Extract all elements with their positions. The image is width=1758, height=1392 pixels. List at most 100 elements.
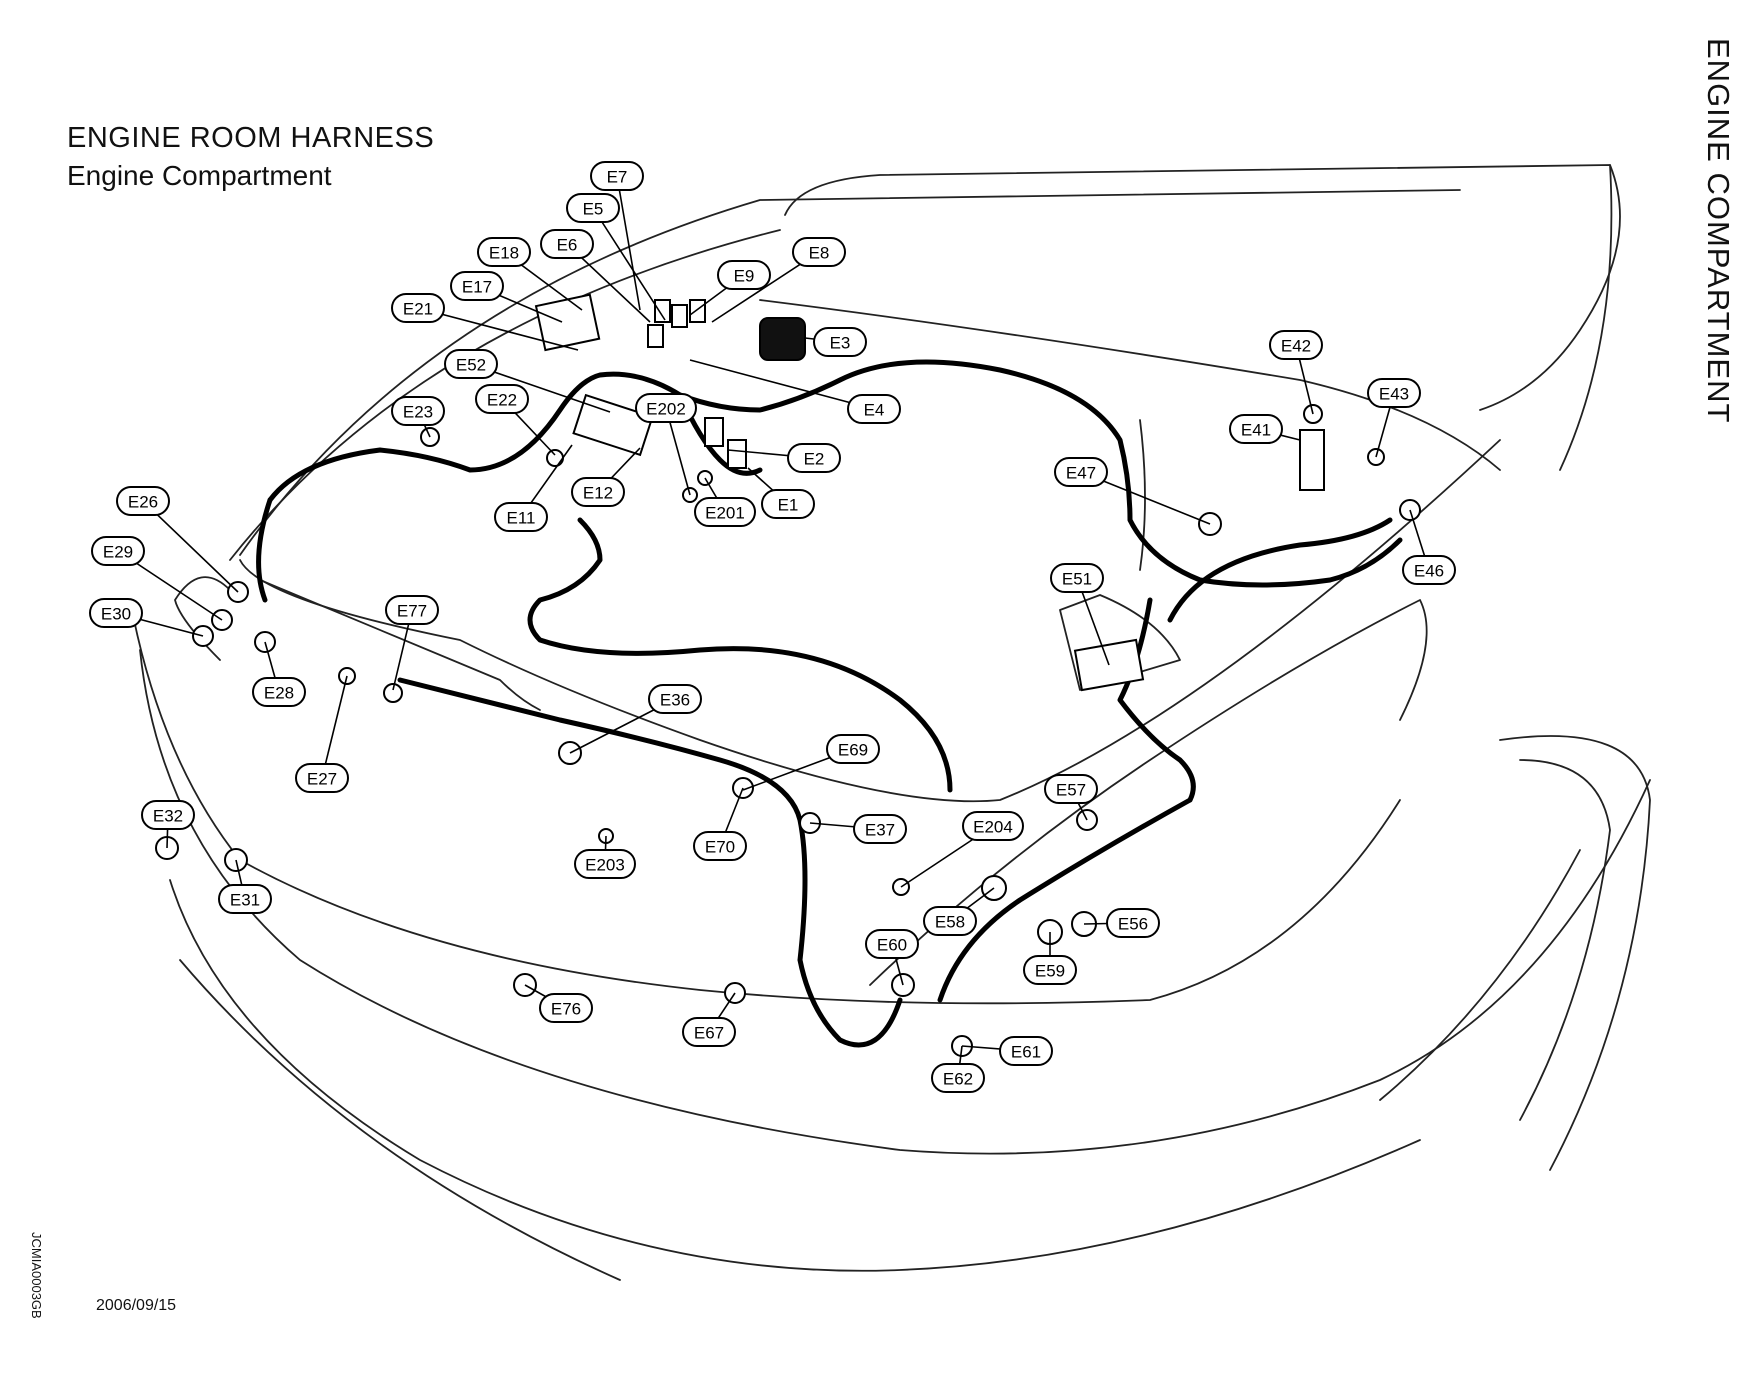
label-text: E3 — [830, 334, 851, 353]
label-frame — [391, 293, 445, 323]
label-frame — [477, 237, 531, 267]
label-text: E201 — [705, 504, 745, 523]
connector-label-e204: E204 — [962, 811, 1024, 841]
label-text: E27 — [307, 770, 337, 789]
connector-label-e36: E36 — [648, 684, 702, 714]
label-frame — [761, 489, 815, 519]
connector-label-e11: E11 — [494, 502, 548, 532]
label-text: E18 — [489, 244, 519, 263]
revision-date: 2006/09/15 — [96, 1297, 177, 1314]
label-frame — [1106, 908, 1160, 938]
connector-label-e37: E37 — [853, 814, 907, 844]
wiring-harness — [256, 359, 1403, 1048]
label-text: E58 — [935, 913, 965, 932]
connector-label-e23: E23 — [391, 396, 445, 426]
label-text: E47 — [1066, 464, 1096, 483]
label-text: E9 — [734, 267, 755, 286]
label-text: E69 — [838, 741, 868, 760]
connector-label-e59: E59 — [1023, 955, 1077, 985]
label-frame — [923, 906, 977, 936]
label-frame — [494, 502, 548, 532]
label-frame — [931, 1063, 985, 1093]
diagram-title: ENGINE ROOM HARNESS — [67, 122, 435, 154]
label-text: E62 — [943, 1070, 973, 1089]
label-frame — [853, 814, 907, 844]
connector-label-e1: E1 — [761, 489, 815, 519]
connector-label-e42: E42 — [1269, 330, 1323, 360]
leader-e4 — [689, 359, 875, 410]
connector-label-e56: E56 — [1106, 908, 1160, 938]
leader-e7 — [616, 175, 641, 311]
connector-label-e77: E77 — [385, 595, 439, 625]
connector-label-e9: E9 — [717, 260, 771, 290]
connector-label-e201: E201 — [694, 497, 756, 527]
label-frame — [475, 384, 529, 414]
label-frame — [813, 327, 867, 357]
label-frame — [635, 393, 697, 423]
label-text: E52 — [456, 356, 486, 375]
label-frame — [648, 684, 702, 714]
connector-bodies — [155, 293, 1421, 1057]
connector-label-e5: E5 — [566, 193, 620, 223]
label-text: E61 — [1011, 1043, 1041, 1062]
label-frame — [566, 193, 620, 223]
connector-label-e41: E41 — [1229, 414, 1283, 444]
label-text: E60 — [877, 936, 907, 955]
connector-label-e2: E2 — [787, 443, 841, 473]
label-text: E11 — [507, 509, 536, 528]
label-text: E28 — [264, 684, 294, 703]
connector-label-e32: E32 — [141, 800, 195, 830]
label-text: E51 — [1062, 570, 1092, 589]
label-frame — [1229, 414, 1283, 444]
label-frame — [847, 394, 901, 424]
label-frame — [444, 349, 498, 379]
connector-label-e47: E47 — [1054, 457, 1108, 487]
label-frame — [91, 536, 145, 566]
label-frame — [89, 598, 143, 628]
label-text: E23 — [403, 403, 433, 422]
label-frame — [717, 260, 771, 290]
label-text: E17 — [462, 278, 492, 297]
connector-label-e21: E21 — [391, 293, 445, 323]
label-frame — [1023, 955, 1077, 985]
connector-label-e17: E17 — [450, 271, 504, 301]
label-text: E203 — [585, 856, 625, 875]
label-text: E57 — [1056, 781, 1086, 800]
label-text: E30 — [101, 605, 131, 624]
connector-label-e203: E203 — [574, 849, 636, 879]
label-text: E59 — [1035, 962, 1065, 981]
label-text: E202 — [646, 400, 686, 419]
label-frame — [141, 800, 195, 830]
label-text: E204 — [973, 818, 1013, 837]
connector-label-e7: E7 — [590, 161, 644, 191]
label-text: E4 — [864, 401, 885, 420]
label-frame — [116, 486, 170, 516]
connector-label-e69: E69 — [826, 734, 880, 764]
label-text: E32 — [153, 807, 183, 826]
leader-e26 — [142, 500, 239, 593]
connector-label-e28: E28 — [252, 677, 306, 707]
connector-label-e57: E57 — [1044, 774, 1098, 804]
connector-label-e6: E6 — [540, 229, 594, 259]
label-text: E6 — [557, 236, 578, 255]
label-frame — [787, 443, 841, 473]
connector-label-e58: E58 — [923, 906, 977, 936]
label-frame — [693, 831, 747, 861]
label-frame — [682, 1017, 736, 1047]
connector-label-e70: E70 — [693, 831, 747, 861]
connector-label-e62: E62 — [931, 1063, 985, 1093]
label-text: E77 — [397, 602, 427, 621]
label-text: E5 — [583, 200, 604, 219]
label-frame — [1367, 378, 1421, 408]
label-frame — [1054, 457, 1108, 487]
connector-label-e43: E43 — [1367, 378, 1421, 408]
label-frame — [792, 237, 846, 267]
label-frame — [218, 884, 272, 914]
connector-label-e29: E29 — [91, 536, 145, 566]
leader-lines — [115, 175, 1430, 1079]
connector-label-e51: E51 — [1050, 563, 1104, 593]
label-text: E56 — [1118, 915, 1148, 934]
connector-label-e76: E76 — [539, 993, 593, 1023]
